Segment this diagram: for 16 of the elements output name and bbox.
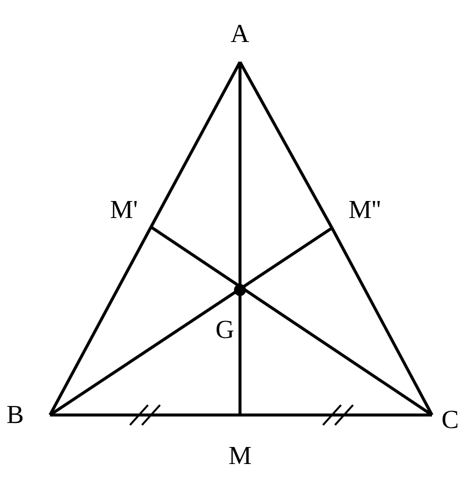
line-segment bbox=[48, 226, 152, 416]
point-label: M' bbox=[110, 197, 138, 223]
line-segment bbox=[238, 61, 334, 229]
line-segment bbox=[49, 226, 333, 416]
line-segment bbox=[150, 61, 242, 228]
line-segment bbox=[330, 227, 434, 416]
line-segment bbox=[238, 62, 242, 415]
point-label: A bbox=[230, 21, 250, 47]
point-label: M'' bbox=[348, 197, 381, 223]
point-label: B bbox=[6, 402, 24, 428]
line-segment bbox=[240, 414, 432, 416]
line-segment bbox=[50, 414, 240, 416]
point-label: M bbox=[228, 443, 252, 469]
point-label: G bbox=[216, 317, 234, 343]
point-label: C bbox=[442, 407, 459, 433]
line-segment bbox=[150, 226, 433, 416]
